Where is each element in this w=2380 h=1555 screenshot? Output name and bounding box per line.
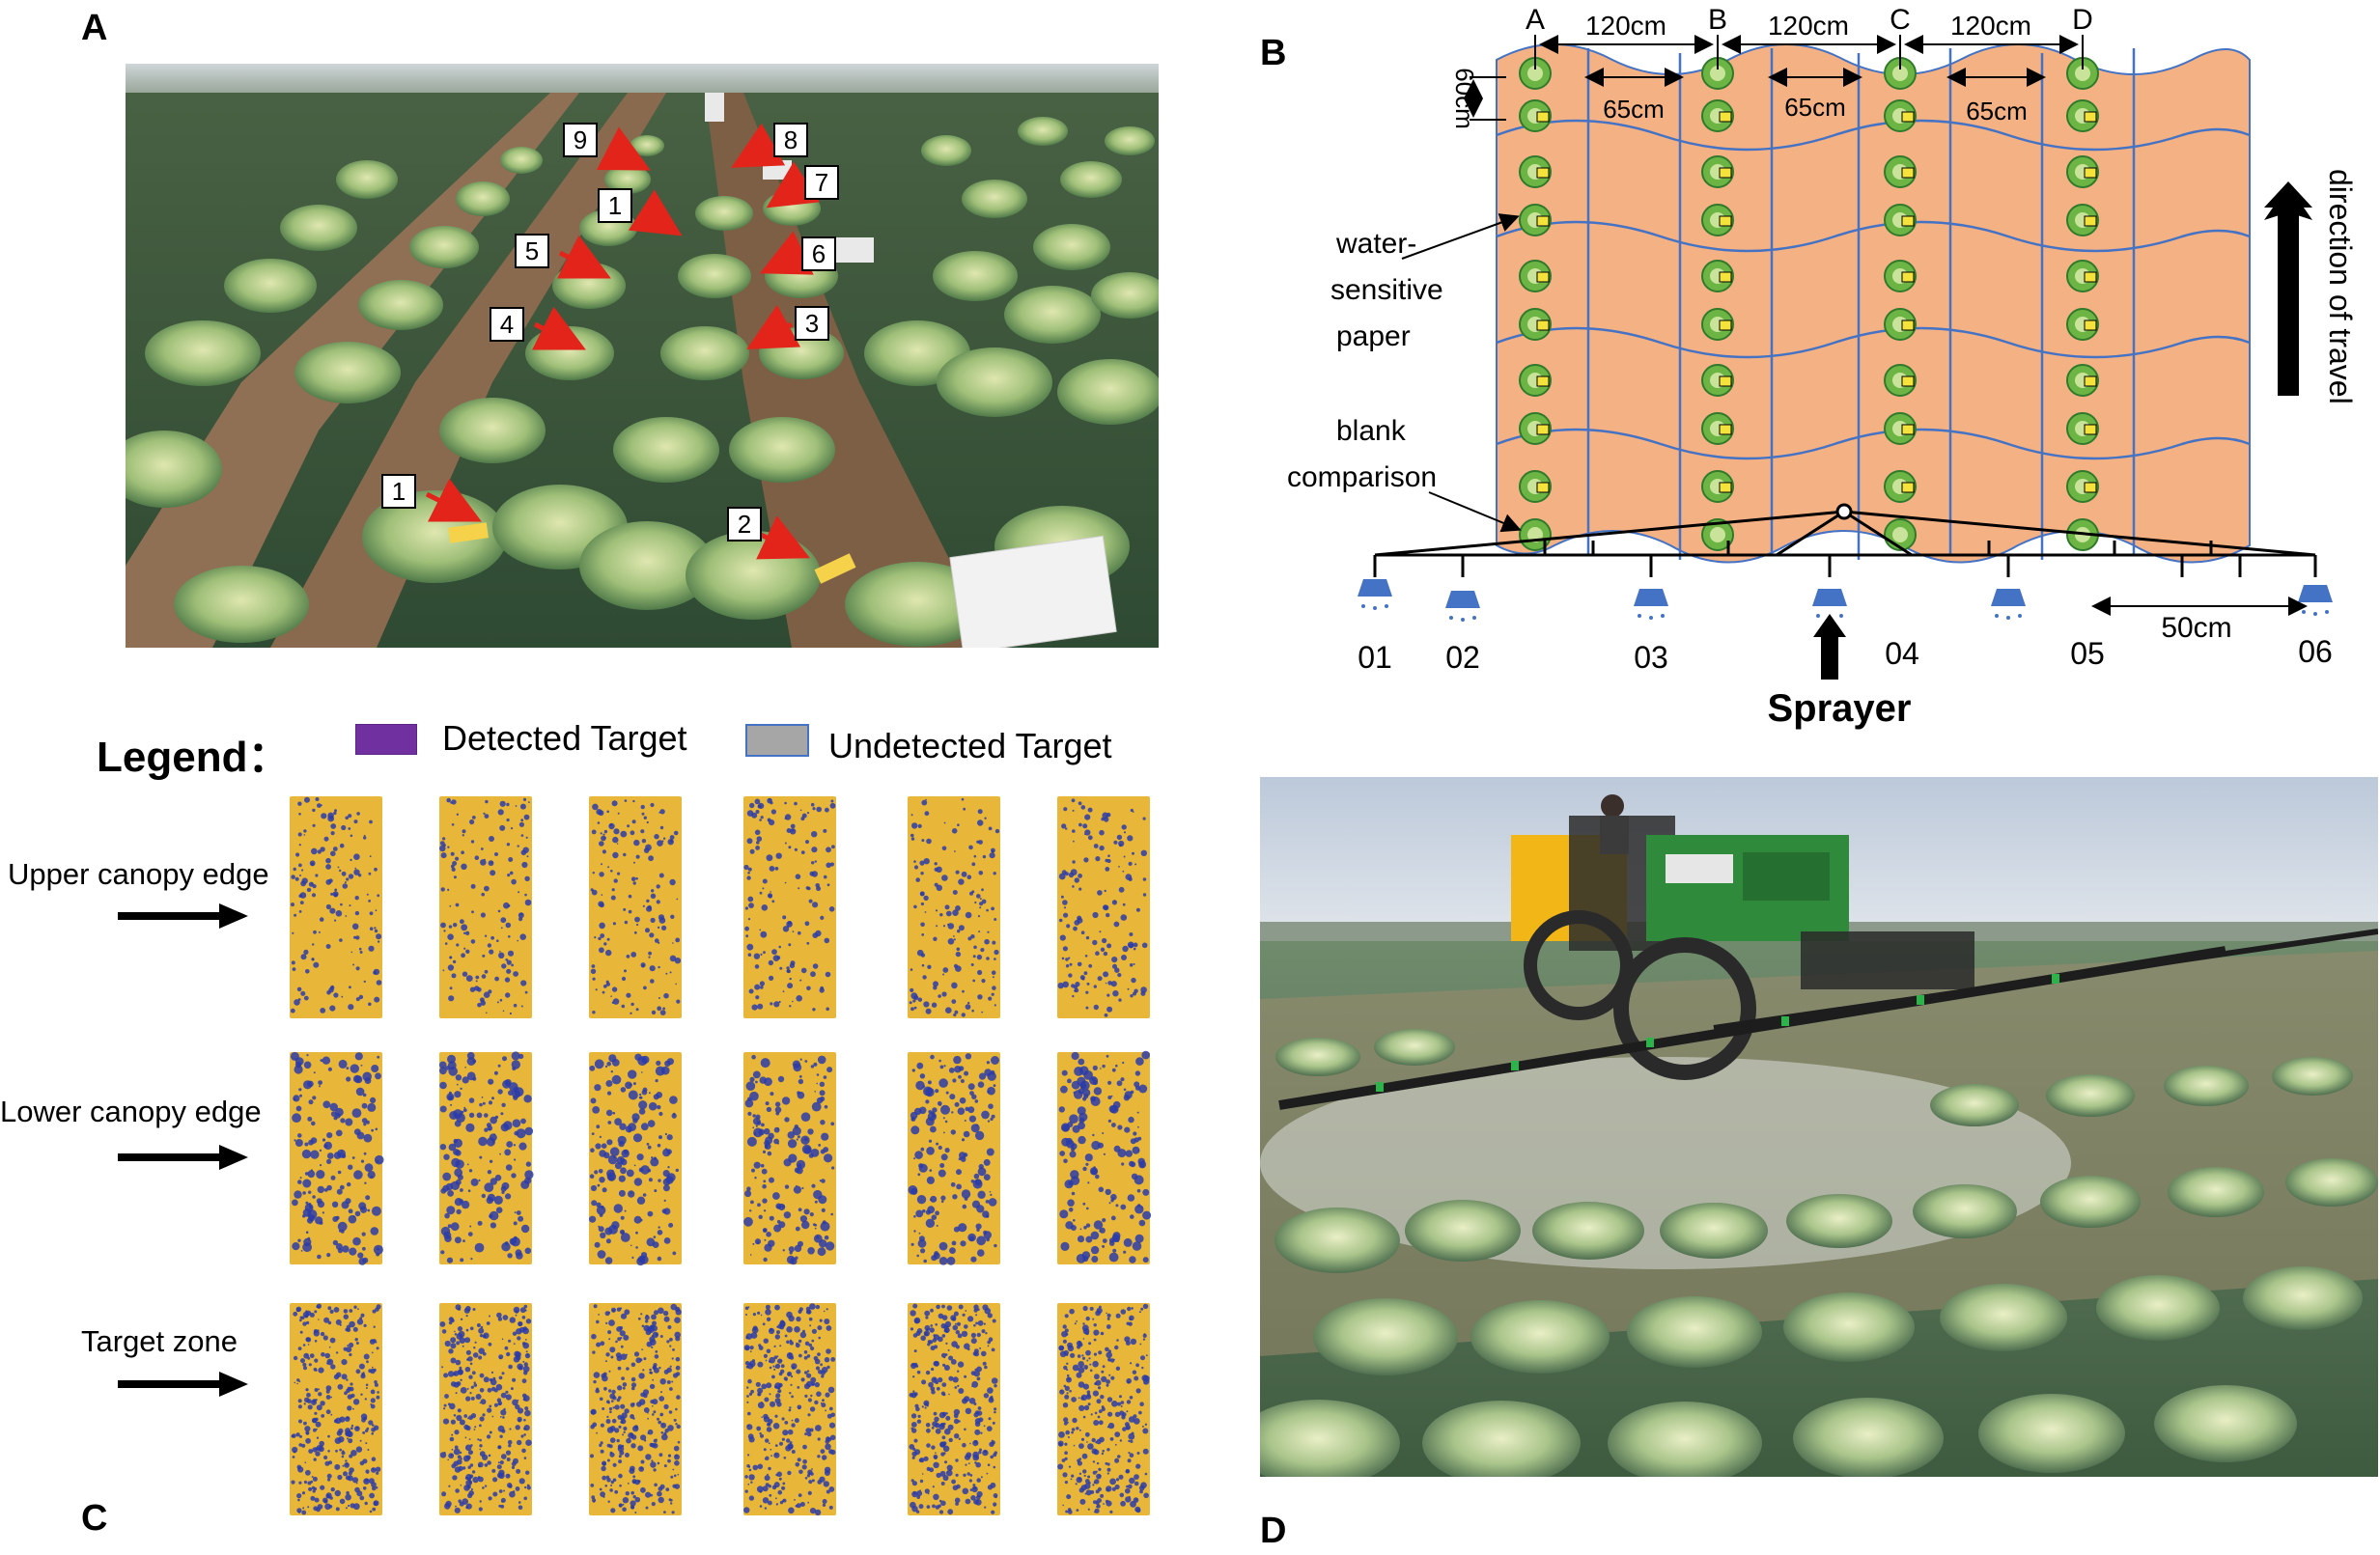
paper-card bbox=[439, 796, 532, 1018]
dim-65-1: 65cm bbox=[1603, 95, 1665, 124]
label-water-2: sensitive bbox=[1330, 274, 1443, 306]
label-blank-1: blank bbox=[1336, 415, 1407, 447]
column-label-d: D bbox=[2072, 4, 2093, 36]
nozzles bbox=[1358, 579, 2333, 608]
row-arrow-target bbox=[118, 1372, 248, 1397]
water-sensitive-papers bbox=[290, 796, 1152, 1516]
paper-card bbox=[1057, 1052, 1150, 1264]
svg-text:5: 5 bbox=[525, 236, 539, 265]
cabbage-field-photo: 9 8 7 1 5 6 4 3 1 2 bbox=[126, 64, 1159, 648]
panel-label-d: D bbox=[1260, 1511, 1287, 1551]
spray-layout-diagram: A B C D 120cm 120cm 120cm 65cm 65cm 65cm… bbox=[1287, 4, 2358, 730]
marker-1-near: 1 bbox=[381, 474, 416, 509]
svg-text:3: 3 bbox=[805, 309, 819, 338]
dim-120-ab: 120cm bbox=[1585, 11, 1666, 41]
legend-swatch-detected bbox=[355, 724, 417, 755]
legend-label-detected: Detected Target bbox=[442, 718, 687, 758]
dim-65-3: 65cm bbox=[1966, 97, 2028, 125]
paper-card bbox=[589, 796, 682, 1018]
row-label-upper: Upper canopy edge bbox=[8, 857, 269, 891]
column-label-c: C bbox=[1890, 4, 1911, 36]
paper-card bbox=[908, 796, 1000, 1018]
column-label-b: B bbox=[1708, 4, 1727, 36]
svg-text:7: 7 bbox=[815, 168, 828, 197]
row-label-target: Target zone bbox=[81, 1324, 238, 1358]
svg-text:2: 2 bbox=[738, 510, 751, 539]
label-water-1: water- bbox=[1335, 228, 1416, 260]
nozzle-03: 03 bbox=[1634, 640, 1668, 675]
legend-label-undetected: Undetected Target bbox=[828, 726, 1112, 765]
panel-label-a: A bbox=[81, 8, 108, 48]
svg-text:8: 8 bbox=[784, 125, 798, 154]
marker-7: 7 bbox=[804, 165, 839, 200]
sprayer-field-photo bbox=[1260, 777, 2378, 1477]
cabbage-icons bbox=[1519, 57, 2099, 551]
svg-text:9: 9 bbox=[574, 125, 587, 154]
nozzle-06: 06 bbox=[2298, 634, 2333, 669]
svg-text:1: 1 bbox=[608, 191, 622, 220]
panel-label-b: B bbox=[1260, 33, 1287, 73]
nozzle-01: 01 bbox=[1358, 640, 1392, 675]
marker-2: 2 bbox=[727, 507, 762, 541]
marker-8: 8 bbox=[773, 123, 808, 157]
row-label-lower: Lower canopy edge bbox=[0, 1095, 262, 1128]
dim-120-cd: 120cm bbox=[1950, 11, 2031, 41]
marker-6: 6 bbox=[801, 236, 836, 271]
paper-card bbox=[439, 1052, 532, 1264]
legend-title: Legend： bbox=[97, 734, 291, 781]
marker-9: 9 bbox=[563, 123, 598, 157]
svg-text:4: 4 bbox=[500, 310, 514, 339]
nozzle-05: 05 bbox=[2070, 636, 2105, 671]
marker-4: 4 bbox=[490, 307, 524, 342]
dim-65-2: 65cm bbox=[1784, 93, 1846, 122]
column-label-a: A bbox=[1526, 4, 1545, 36]
dim-120-bc: 120cm bbox=[1768, 11, 1849, 41]
dim-60: 60cm bbox=[1450, 68, 1479, 129]
marker-1-far: 1 bbox=[598, 188, 632, 223]
dim-50: 50cm bbox=[2161, 612, 2231, 644]
svg-text:1: 1 bbox=[392, 477, 406, 506]
travel-direction-label: direction of travel bbox=[2323, 169, 2358, 404]
nozzle-02: 02 bbox=[1445, 640, 1480, 675]
marker-3: 3 bbox=[795, 306, 829, 341]
label-blank-2: comparison bbox=[1287, 461, 1437, 493]
row-arrow-lower bbox=[118, 1145, 248, 1170]
label-water-3: paper bbox=[1336, 320, 1411, 352]
row-arrow-upper bbox=[118, 903, 248, 929]
marker-5: 5 bbox=[515, 234, 549, 268]
legend-swatch-undetected bbox=[745, 724, 809, 757]
svg-text:6: 6 bbox=[812, 239, 826, 268]
paper-card bbox=[290, 796, 382, 1018]
sprayer-label: Sprayer bbox=[1768, 687, 1912, 730]
panel-label-c: C bbox=[81, 1498, 108, 1539]
nozzle-04: 04 bbox=[1885, 636, 1919, 671]
